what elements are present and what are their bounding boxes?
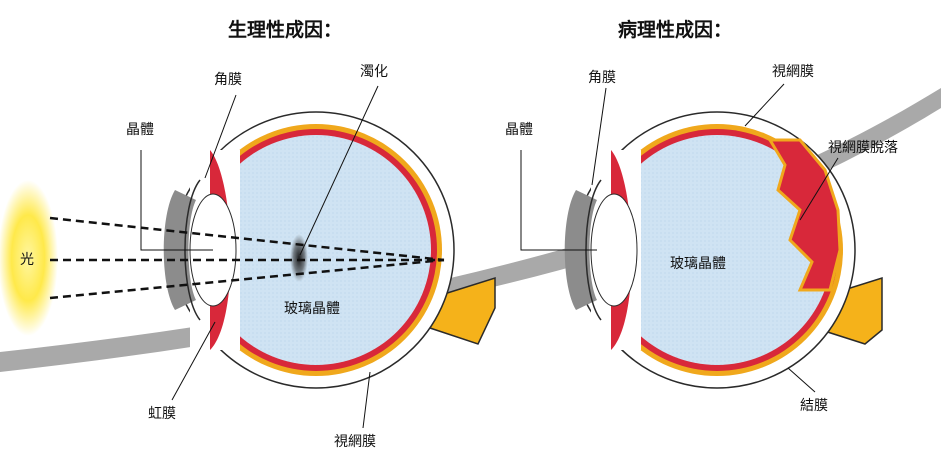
light-source bbox=[0, 180, 58, 336]
right-eye bbox=[564, 111, 883, 389]
label-cornea-right: 角膜 bbox=[588, 70, 616, 86]
left-eye bbox=[163, 111, 496, 389]
label-cornea-left: 角膜 bbox=[214, 72, 242, 88]
label-opacity: 濁化 bbox=[360, 64, 388, 80]
lens-opacity bbox=[290, 234, 308, 282]
retinal-detachment bbox=[767, 138, 842, 292]
label-iris: 虹膜 bbox=[148, 406, 176, 422]
label-detachment: 視網膜脫落 bbox=[828, 140, 898, 156]
light-rays bbox=[49, 216, 445, 300]
left-title: 生理性成因： bbox=[228, 18, 342, 41]
vitreous-body bbox=[201, 135, 431, 365]
label-lens-right: 晶體 bbox=[505, 122, 533, 138]
label-retina-left: 視網膜 bbox=[334, 434, 376, 450]
label-vitreous-right: 玻璃晶體 bbox=[670, 255, 726, 272]
label-conjunctiva: 結膜 bbox=[800, 398, 828, 414]
right-title: 病理性成因： bbox=[618, 18, 732, 41]
label-vitreous-left: 玻璃晶體 bbox=[284, 300, 340, 317]
label-lens-left: 晶體 bbox=[126, 122, 154, 138]
lens-right bbox=[590, 193, 638, 307]
background-band bbox=[0, 88, 941, 372]
label-light: 光 bbox=[20, 252, 34, 268]
vitreous-body-right bbox=[602, 135, 832, 365]
label-retina-right: 視網膜 bbox=[772, 64, 814, 80]
